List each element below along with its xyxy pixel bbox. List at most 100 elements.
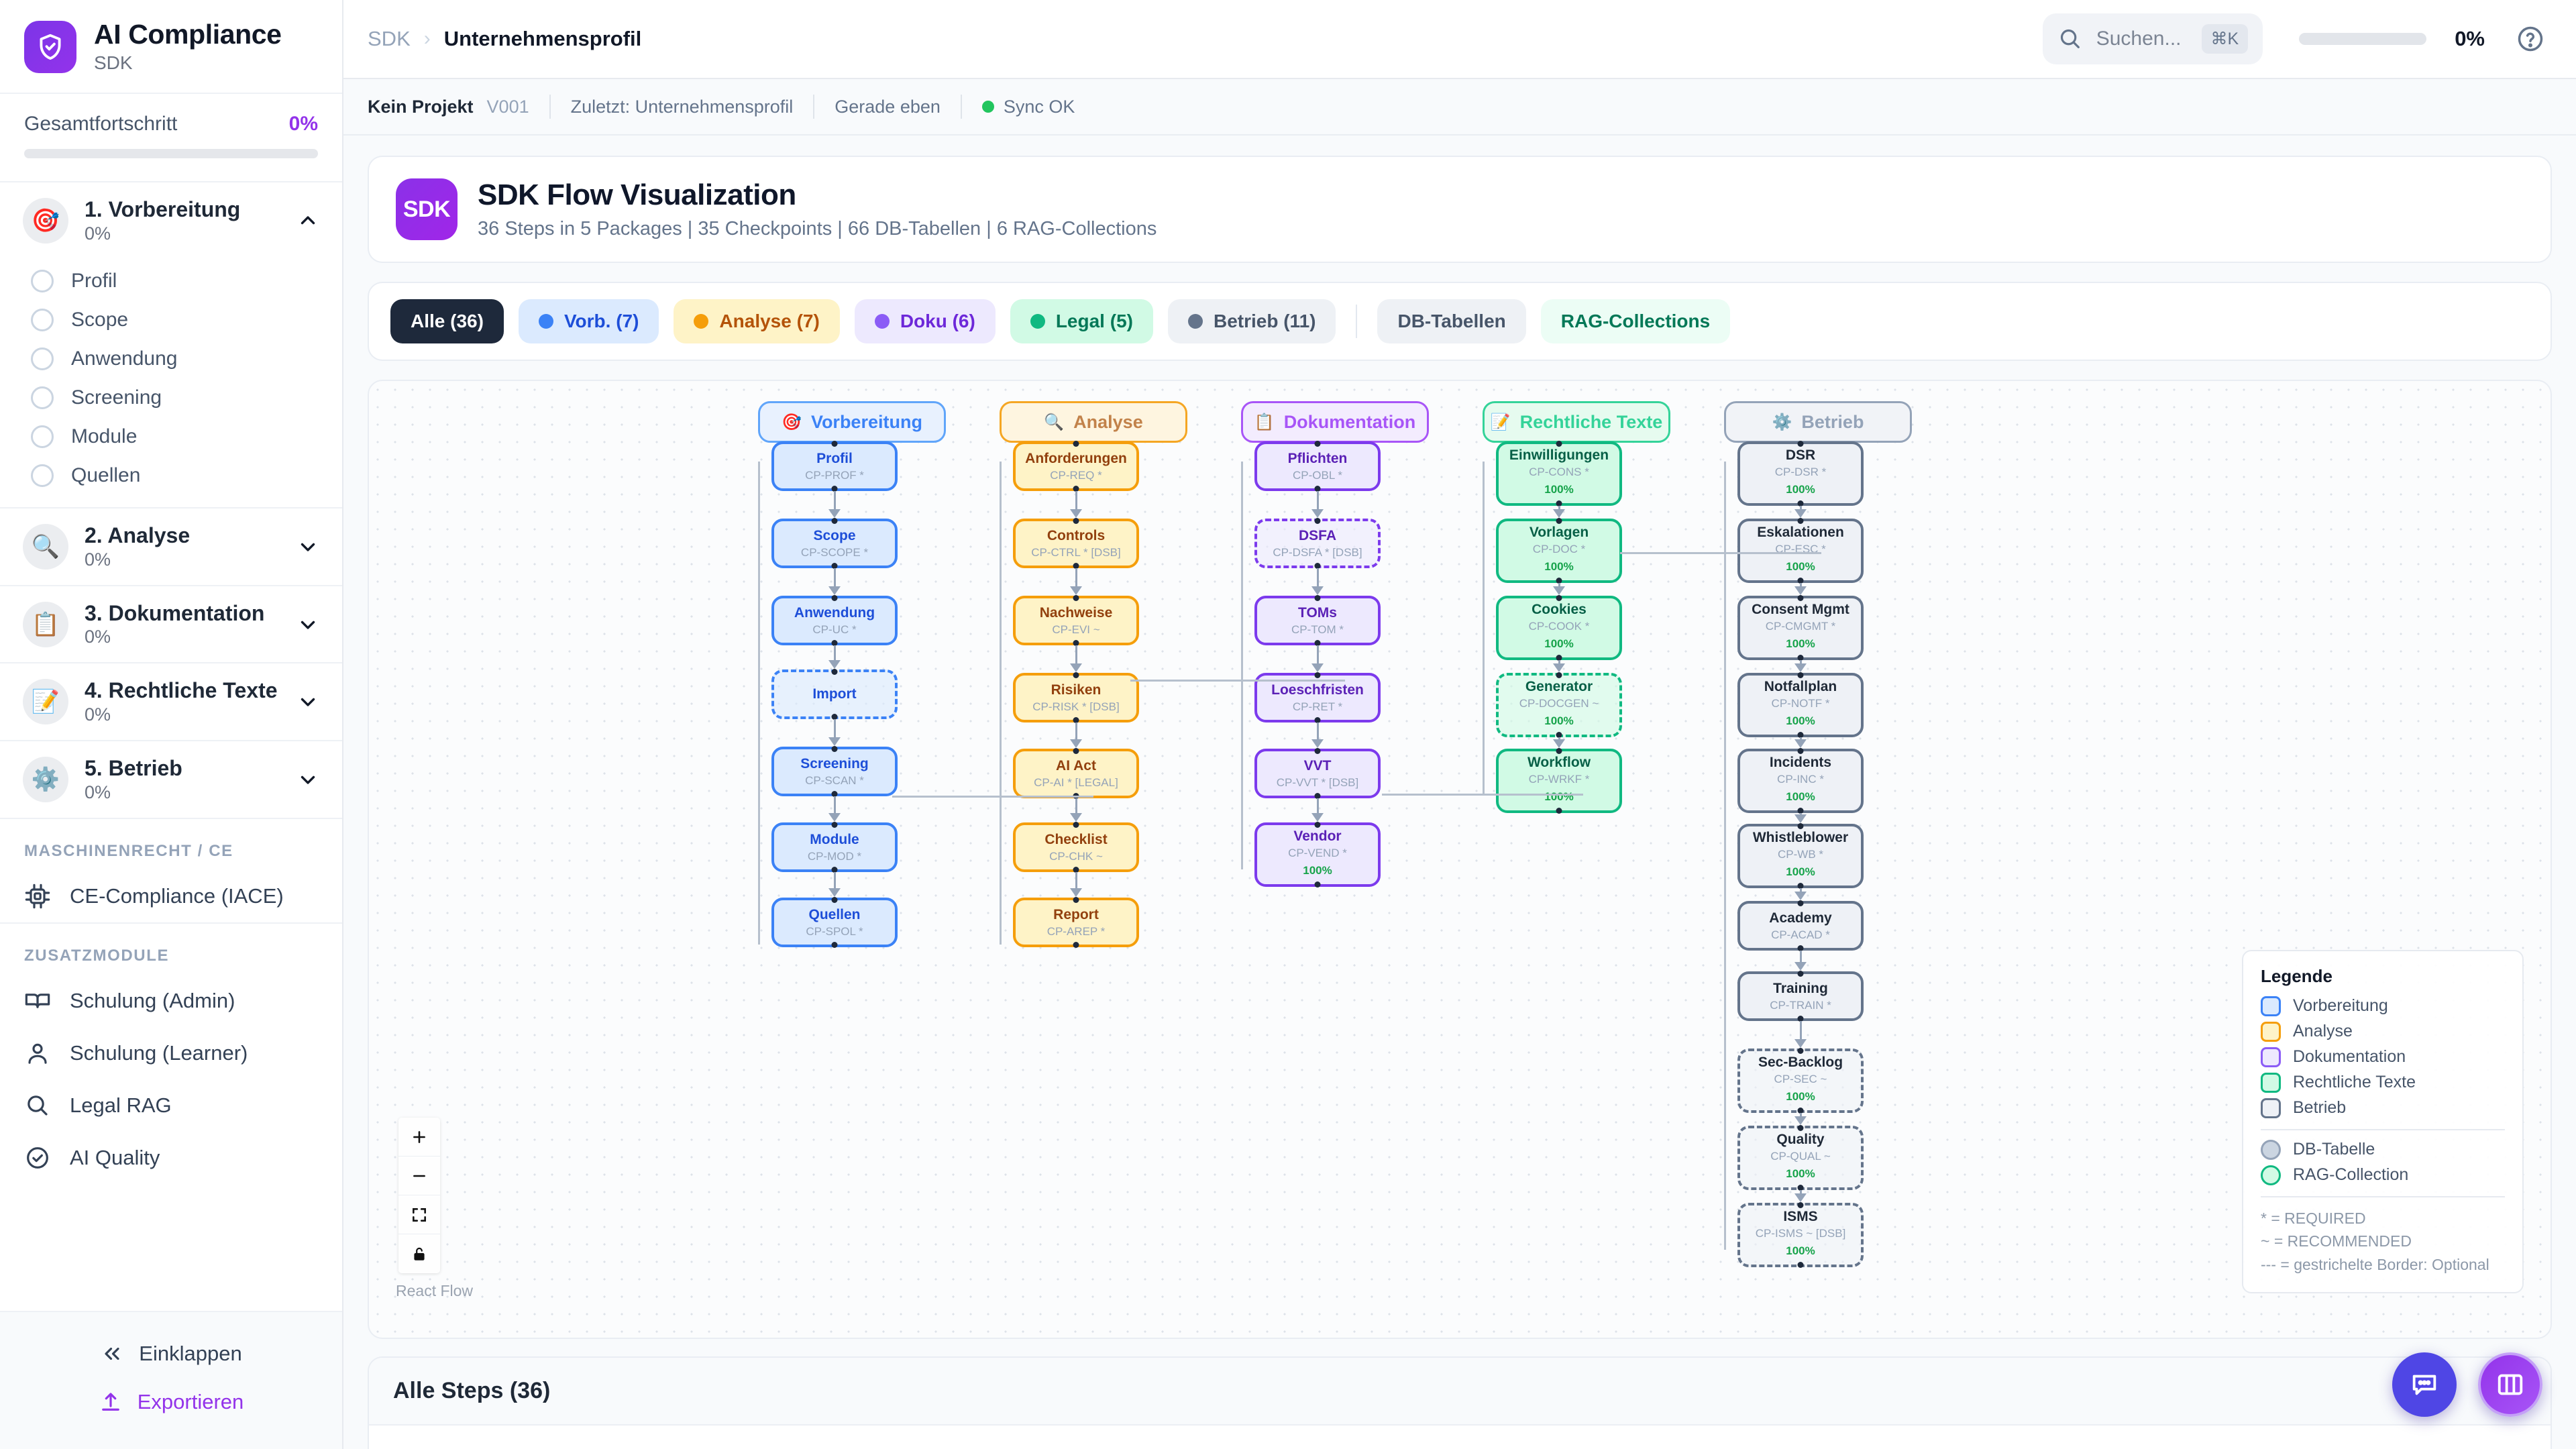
sidebar-item-schulung-learner[interactable]: Schulung (Learner) <box>0 1027 342 1079</box>
flow-handle-bottom[interactable] <box>1797 808 1804 814</box>
flow-handle-top[interactable] <box>1556 595 1562 601</box>
flow-handle-bottom[interactable] <box>1314 717 1321 723</box>
flow-handle-bottom[interactable] <box>1797 655 1804 661</box>
flow-handle-top[interactable] <box>1314 595 1321 601</box>
flow-handle-bottom[interactable] <box>1797 945 1804 951</box>
sidebar-item-schulung-admin[interactable]: Schulung (Admin) <box>0 975 342 1027</box>
flow-handle-bottom[interactable] <box>1556 578 1562 584</box>
radio-icon[interactable] <box>31 425 54 448</box>
export-button[interactable]: Exportieren <box>0 1378 342 1426</box>
flow-handle-top[interactable] <box>1073 748 1079 754</box>
flow-handle-top[interactable] <box>1797 518 1804 524</box>
flow-handle-bottom[interactable] <box>1797 732 1804 738</box>
flow-handle-top[interactable] <box>1073 897 1079 903</box>
zoom-in-button[interactable] <box>398 1118 440 1157</box>
flow-handle-top[interactable] <box>1556 672 1562 678</box>
flow-handle-top[interactable] <box>1073 672 1079 678</box>
breadcrumb-root[interactable]: SDK <box>368 27 411 50</box>
flow-handle-bottom[interactable] <box>1556 732 1562 738</box>
flow-handle-top[interactable] <box>831 441 838 447</box>
flow-handle-top[interactable] <box>1797 748 1804 754</box>
radio-icon[interactable] <box>31 269 54 292</box>
flow-handle-bottom[interactable] <box>831 867 838 873</box>
flow-handle-top[interactable] <box>1314 672 1321 678</box>
flow-handle-bottom[interactable] <box>1073 563 1079 569</box>
sidebar-item-scope[interactable]: Scope <box>0 301 342 339</box>
flow-handle-bottom[interactable] <box>831 714 838 720</box>
filter-chip-4[interactable]: Legal (5) <box>1010 299 1153 343</box>
flow-handle-top[interactable] <box>1314 822 1321 828</box>
flow-handle-bottom[interactable] <box>1797 1185 1804 1191</box>
collapse-sidebar-button[interactable]: Einklappen <box>0 1330 342 1378</box>
sidebar-item-screening[interactable]: Screening <box>0 378 342 417</box>
flow-handle-top[interactable] <box>831 669 838 675</box>
flow-handle-top[interactable] <box>1797 441 1804 447</box>
flow-handle-bottom[interactable] <box>831 942 838 948</box>
flow-handle-top[interactable] <box>1797 971 1804 977</box>
flow-handle-bottom[interactable] <box>1797 578 1804 584</box>
flow-handle-bottom[interactable] <box>831 640 838 646</box>
sidebar-item-quellen[interactable]: Quellen <box>0 456 342 495</box>
radio-icon[interactable] <box>31 308 54 331</box>
question-circle-icon[interactable] <box>2516 24 2545 54</box>
flow-handle-top[interactable] <box>1073 441 1079 447</box>
panel-fab[interactable] <box>2478 1352 2542 1417</box>
flow-handle-bottom[interactable] <box>1073 717 1079 723</box>
flow-handle-bottom[interactable] <box>1797 500 1804 506</box>
flow-handle-top[interactable] <box>1797 1202 1804 1208</box>
flow-handle-top[interactable] <box>831 595 838 601</box>
flow-handle-bottom[interactable] <box>1797 883 1804 889</box>
filter-chip-5[interactable]: Betrieb (11) <box>1167 299 1336 343</box>
filter-chip-0[interactable]: Alle (36) <box>390 299 504 343</box>
flow-handle-bottom[interactable] <box>1073 486 1079 492</box>
flow-node-vorbereitung-3[interactable]: Import <box>771 669 898 720</box>
filter-chip-1[interactable]: Vorb. (7) <box>518 299 659 343</box>
flow-handle-top[interactable] <box>1556 441 1562 447</box>
filter-chip-7[interactable]: RAG-Collections <box>1540 299 1731 343</box>
filter-chip-2[interactable]: Analyse (7) <box>674 299 840 343</box>
flow-handle-top[interactable] <box>1797 595 1804 601</box>
sidebar-item-legal-rag[interactable]: Legal RAG <box>0 1079 342 1132</box>
flow-handle-bottom[interactable] <box>1556 655 1562 661</box>
lock-button[interactable] <box>398 1234 440 1273</box>
flow-handle-bottom[interactable] <box>1314 486 1321 492</box>
flow-handle-bottom[interactable] <box>1314 881 1321 888</box>
sidebar-item-profil[interactable]: Profil <box>0 262 342 301</box>
flow-handle-top[interactable] <box>1797 900 1804 906</box>
flow-handle-top[interactable] <box>1797 823 1804 829</box>
radio-icon[interactable] <box>31 386 54 409</box>
sidebar-item-ai-quality[interactable]: AI Quality <box>0 1132 342 1184</box>
flow-handle-bottom[interactable] <box>831 563 838 569</box>
sidebar-item-ce-compliance[interactable]: CE-Compliance (IACE) <box>0 870 342 922</box>
flow-handle-top[interactable] <box>831 518 838 524</box>
radio-icon[interactable] <box>31 464 54 487</box>
flow-handle-top[interactable] <box>1797 1125 1804 1131</box>
chat-fab[interactable] <box>2392 1352 2457 1417</box>
flow-handle-top[interactable] <box>1314 518 1321 524</box>
flow-handle-bottom[interactable] <box>1073 867 1079 873</box>
filter-chip-6[interactable]: DB-Tabellen <box>1377 299 1526 343</box>
flow-handle-top[interactable] <box>1797 1048 1804 1054</box>
